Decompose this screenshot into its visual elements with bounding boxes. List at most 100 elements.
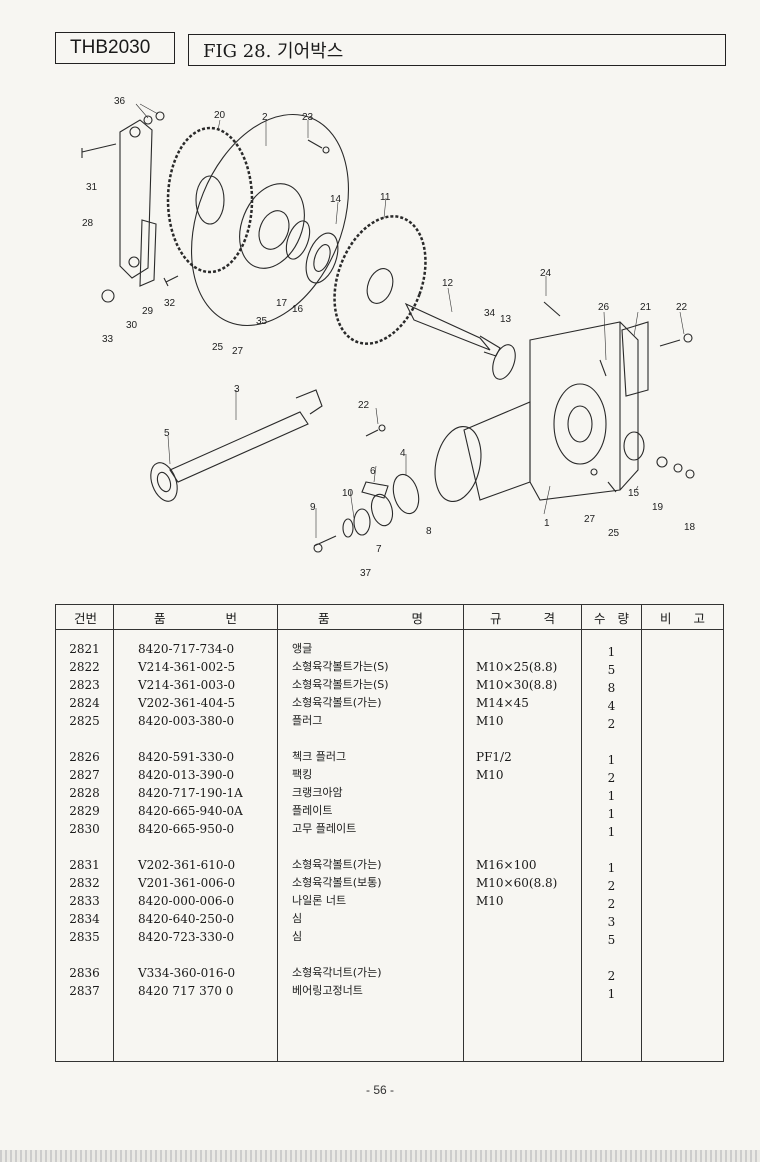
cell-name: 소형육각볼트가는(S) (292, 678, 389, 691)
cell-part-no: V214-361-003-0 (138, 678, 236, 692)
cell-qty: 1 (607, 807, 616, 821)
cell-qty: 5 (607, 933, 616, 947)
callout-8: 8 (426, 526, 432, 537)
row-gap (582, 733, 641, 751)
cell-no: 2825 (69, 714, 100, 728)
input-shaft-part (169, 411, 309, 483)
callout-3: 3 (234, 384, 240, 395)
cell-part-no: 8420 717 370 0 (138, 984, 234, 998)
cell-spec: PF1/2 (476, 750, 512, 764)
row-gap (464, 730, 581, 748)
cell-name: 소형육각볼트(가는) (292, 696, 382, 709)
row-gap (114, 730, 277, 748)
callout-2: 2 (262, 112, 268, 123)
cell-part-no: 8420-665-940-0A (138, 804, 243, 818)
cell-part-no: V202-361-610-0 (138, 858, 236, 872)
cell-name: 나일론 너트 (292, 894, 347, 907)
cell-no: 2829 (69, 804, 100, 818)
gear-20-part (166, 126, 254, 274)
callout-5: 5 (164, 428, 170, 439)
cell-qty: 1 (607, 825, 616, 839)
callout-21: 21 (640, 302, 652, 313)
callout-13: 13 (500, 314, 512, 325)
cell-part-no: V334-360-016-0 (138, 966, 236, 980)
callout-29: 29 (142, 306, 154, 317)
callout-32: 32 (164, 298, 176, 309)
cell-no: 2831 (69, 858, 100, 872)
cell-spec (464, 928, 581, 946)
cell-no: 2837 (69, 984, 100, 998)
cell-qty: 5 (607, 663, 616, 677)
callout-24: 24 (540, 268, 552, 279)
callout-28: 28 (82, 218, 94, 229)
cell-name: 소형육각볼트(가는) (292, 858, 382, 871)
cell-name: 앵글 (292, 642, 313, 655)
cell-spec: M14×45 (476, 696, 529, 710)
cell-spec: M10×30(8.8) (476, 678, 558, 692)
drive-shaft-part (404, 302, 491, 351)
cell-no: 2836 (69, 966, 100, 980)
callout-33: 33 (102, 334, 114, 345)
cell-name: 크랭크아암 (292, 786, 343, 799)
cell-part-no: 8420-013-390-0 (138, 768, 235, 782)
cell-spec: M10 (476, 768, 504, 782)
callout-35: 35 (256, 316, 268, 327)
cell-name: 베어링고정너트 (292, 984, 363, 997)
callout-30: 30 (126, 320, 138, 331)
cell-part-no: 8420-717-190-1A (138, 786, 243, 800)
callout-25b: 25 (608, 528, 620, 539)
cell-qty: 3 (607, 915, 616, 929)
cell-qty: 1 (607, 753, 616, 767)
callout-22b: 22 (358, 400, 370, 411)
cell-spec (464, 784, 581, 802)
cell-part-no: 8420-665-950-0 (138, 822, 235, 836)
row-gap (582, 949, 641, 967)
row-gap (278, 946, 463, 964)
row-gap (464, 946, 581, 964)
cell-no: 2833 (69, 894, 100, 908)
figure-title-box: FIG 28. 기어박스 (188, 34, 726, 66)
scan-edge-strip (0, 1150, 760, 1162)
callout-12: 12 (442, 278, 454, 289)
cell-part-no: 8420-640-250-0 (138, 912, 235, 926)
figure-title: FIG 28. 기어박스 (203, 41, 344, 62)
row-gap (582, 841, 641, 859)
gearbox-housing-part (529, 321, 639, 501)
callout-27b: 27 (584, 514, 596, 525)
flange-plate-part (190, 113, 350, 327)
cell-part-no: V202-361-404-5 (138, 696, 236, 710)
cell-qty: 1 (607, 645, 616, 659)
model-label: THB2030 (55, 32, 175, 64)
callout-23: 23 (302, 112, 314, 123)
callout-31: 31 (86, 182, 98, 193)
cell-no: 2835 (69, 930, 100, 944)
callout-1: 1 (544, 518, 550, 529)
cell-name: 고무 플레이트 (292, 822, 357, 835)
cell-no: 2830 (69, 822, 100, 836)
cell-qty: 1 (607, 789, 616, 803)
callout-20: 20 (214, 110, 226, 121)
row-gap (278, 838, 463, 856)
page-number: - 56 - (365, 1083, 394, 1097)
callout-22: 22 (676, 302, 688, 313)
callout-7: 7 (376, 544, 382, 555)
cell-name: 심 (292, 930, 303, 943)
cell-no: 2822 (69, 660, 100, 674)
callout-26: 26 (598, 302, 610, 313)
callout-25: 25 (212, 342, 224, 353)
cell-no: 2827 (69, 768, 100, 782)
row-gap (114, 838, 277, 856)
bevel-gear-part (333, 215, 427, 345)
row-gap (56, 838, 113, 856)
callout-14: 14 (330, 194, 342, 205)
cell-part-no: V214-361-002-5 (138, 660, 236, 674)
cell-name: 심 (292, 912, 303, 925)
cell-spec (464, 964, 581, 982)
